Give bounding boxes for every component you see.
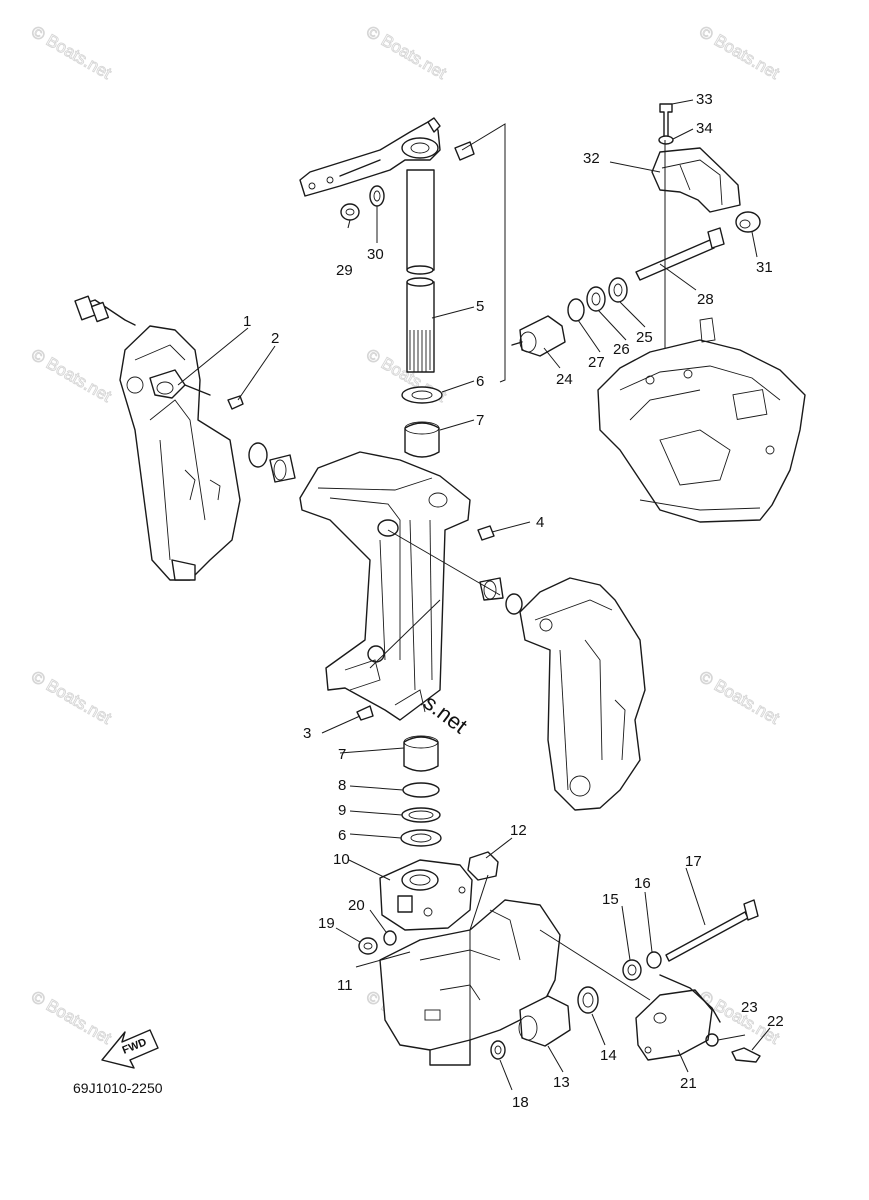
callout-20: 20 [348,897,365,914]
callout-6: 6 [476,373,484,390]
clip-12 [467,851,499,881]
steering-arm [299,121,441,197]
arm-boss [401,137,439,159]
bolt-17 [665,911,749,962]
washer-left [248,442,268,468]
washer-6-lower [400,829,442,847]
bolt-33 [659,103,673,141]
callout-24: 24 [556,371,573,388]
callout-23: 23 [741,999,758,1016]
washer-14 [577,986,599,1014]
washer-18 [490,1040,506,1060]
callout-26: 26 [613,341,630,358]
callout-16: 16 [634,875,651,892]
watermark: © Boats.net [28,22,115,83]
callout-7-lower: 7 [338,746,346,763]
washer-20 [383,930,397,946]
callout-4: 4 [536,514,544,531]
watermark: © Boats.net [28,345,115,406]
callout-8: 8 [338,777,346,794]
bushing-24 [519,315,566,357]
screw-2 [227,395,244,410]
callout-1: 1 [243,313,251,330]
callout-28: 28 [697,291,714,308]
washer-9 [401,807,441,823]
callout-30: 30 [367,246,384,263]
right-clamp-bracket [479,577,646,811]
fwd-arrow: FWD [101,1029,159,1069]
screw-3 [356,705,374,721]
lower-tilt-assembly [490,899,761,1063]
watermark: © Boats.net [363,22,450,83]
callout-17: 17 [685,853,702,870]
callout-labels: 1 2 3 4 5 6 7 8 9 10 11 12 13 14 15 16 1… [243,91,784,1111]
washer-34 [658,135,674,145]
callout-11: 11 [337,977,353,994]
bushing-13 [519,995,571,1047]
leader-lines [177,99,771,1091]
washer-15 [622,959,642,981]
lower-bracket-assembly [358,851,499,961]
callout-5: 5 [476,298,484,315]
diagram-code: 69J1010-2250 [73,1080,163,1096]
steering-arm-assembly [299,117,475,373]
callout-25: 25 [636,329,653,346]
callout-22: 22 [767,1013,784,1030]
callout-14: 14 [600,1047,617,1064]
left-clamp-bracket [74,295,244,581]
bolt-22 [731,1047,761,1063]
washer-16 [646,951,662,969]
callout-29: 29 [336,262,353,279]
watermark: © Boats.net [696,667,783,728]
watermark: © Boats.net [28,667,115,728]
bracket-32 [651,147,741,213]
callout-21: 21 [680,1075,697,1092]
steering-shaft-upper [406,169,435,271]
callout-19: 19 [318,915,335,932]
tilt-shaft-28 [635,239,715,281]
collar-31 [735,211,761,233]
callout-13: 13 [553,1074,570,1091]
callout-9: 9 [338,802,346,819]
callout-31: 31 [756,259,773,276]
washer-6-upper [401,386,443,404]
callout-6-lower: 6 [338,827,346,844]
callout-33: 33 [696,91,713,108]
washer-26 [586,286,606,312]
o-ring-8 [402,782,440,798]
washer-25 [608,277,628,303]
swivel-bracket [299,451,471,721]
bottom-cowling [597,317,806,523]
callout-27: 27 [588,354,605,371]
callout-3: 3 [303,725,311,742]
tilt-assembly [511,103,761,357]
nut-19 [358,937,378,955]
callout-7: 7 [476,412,484,429]
bracket-21 [635,989,713,1061]
callout-10: 10 [333,851,350,868]
washer-27 [567,298,585,322]
callout-12: 12 [510,822,527,839]
watermark: © Boats.net [696,22,783,83]
callout-34: 34 [696,120,713,137]
watermark: © Boats.net [28,987,115,1048]
bushing-7-upper [404,422,440,458]
washer-30 [369,185,385,207]
center-stack [400,386,443,847]
callout-18: 18 [512,1094,529,1111]
grease-nipple-4 [477,525,495,541]
callout-15: 15 [602,891,619,908]
callout-2: 2 [271,330,279,347]
nut-29 [340,203,360,221]
bushing-7-lower [403,736,439,772]
callout-32: 32 [583,150,600,167]
